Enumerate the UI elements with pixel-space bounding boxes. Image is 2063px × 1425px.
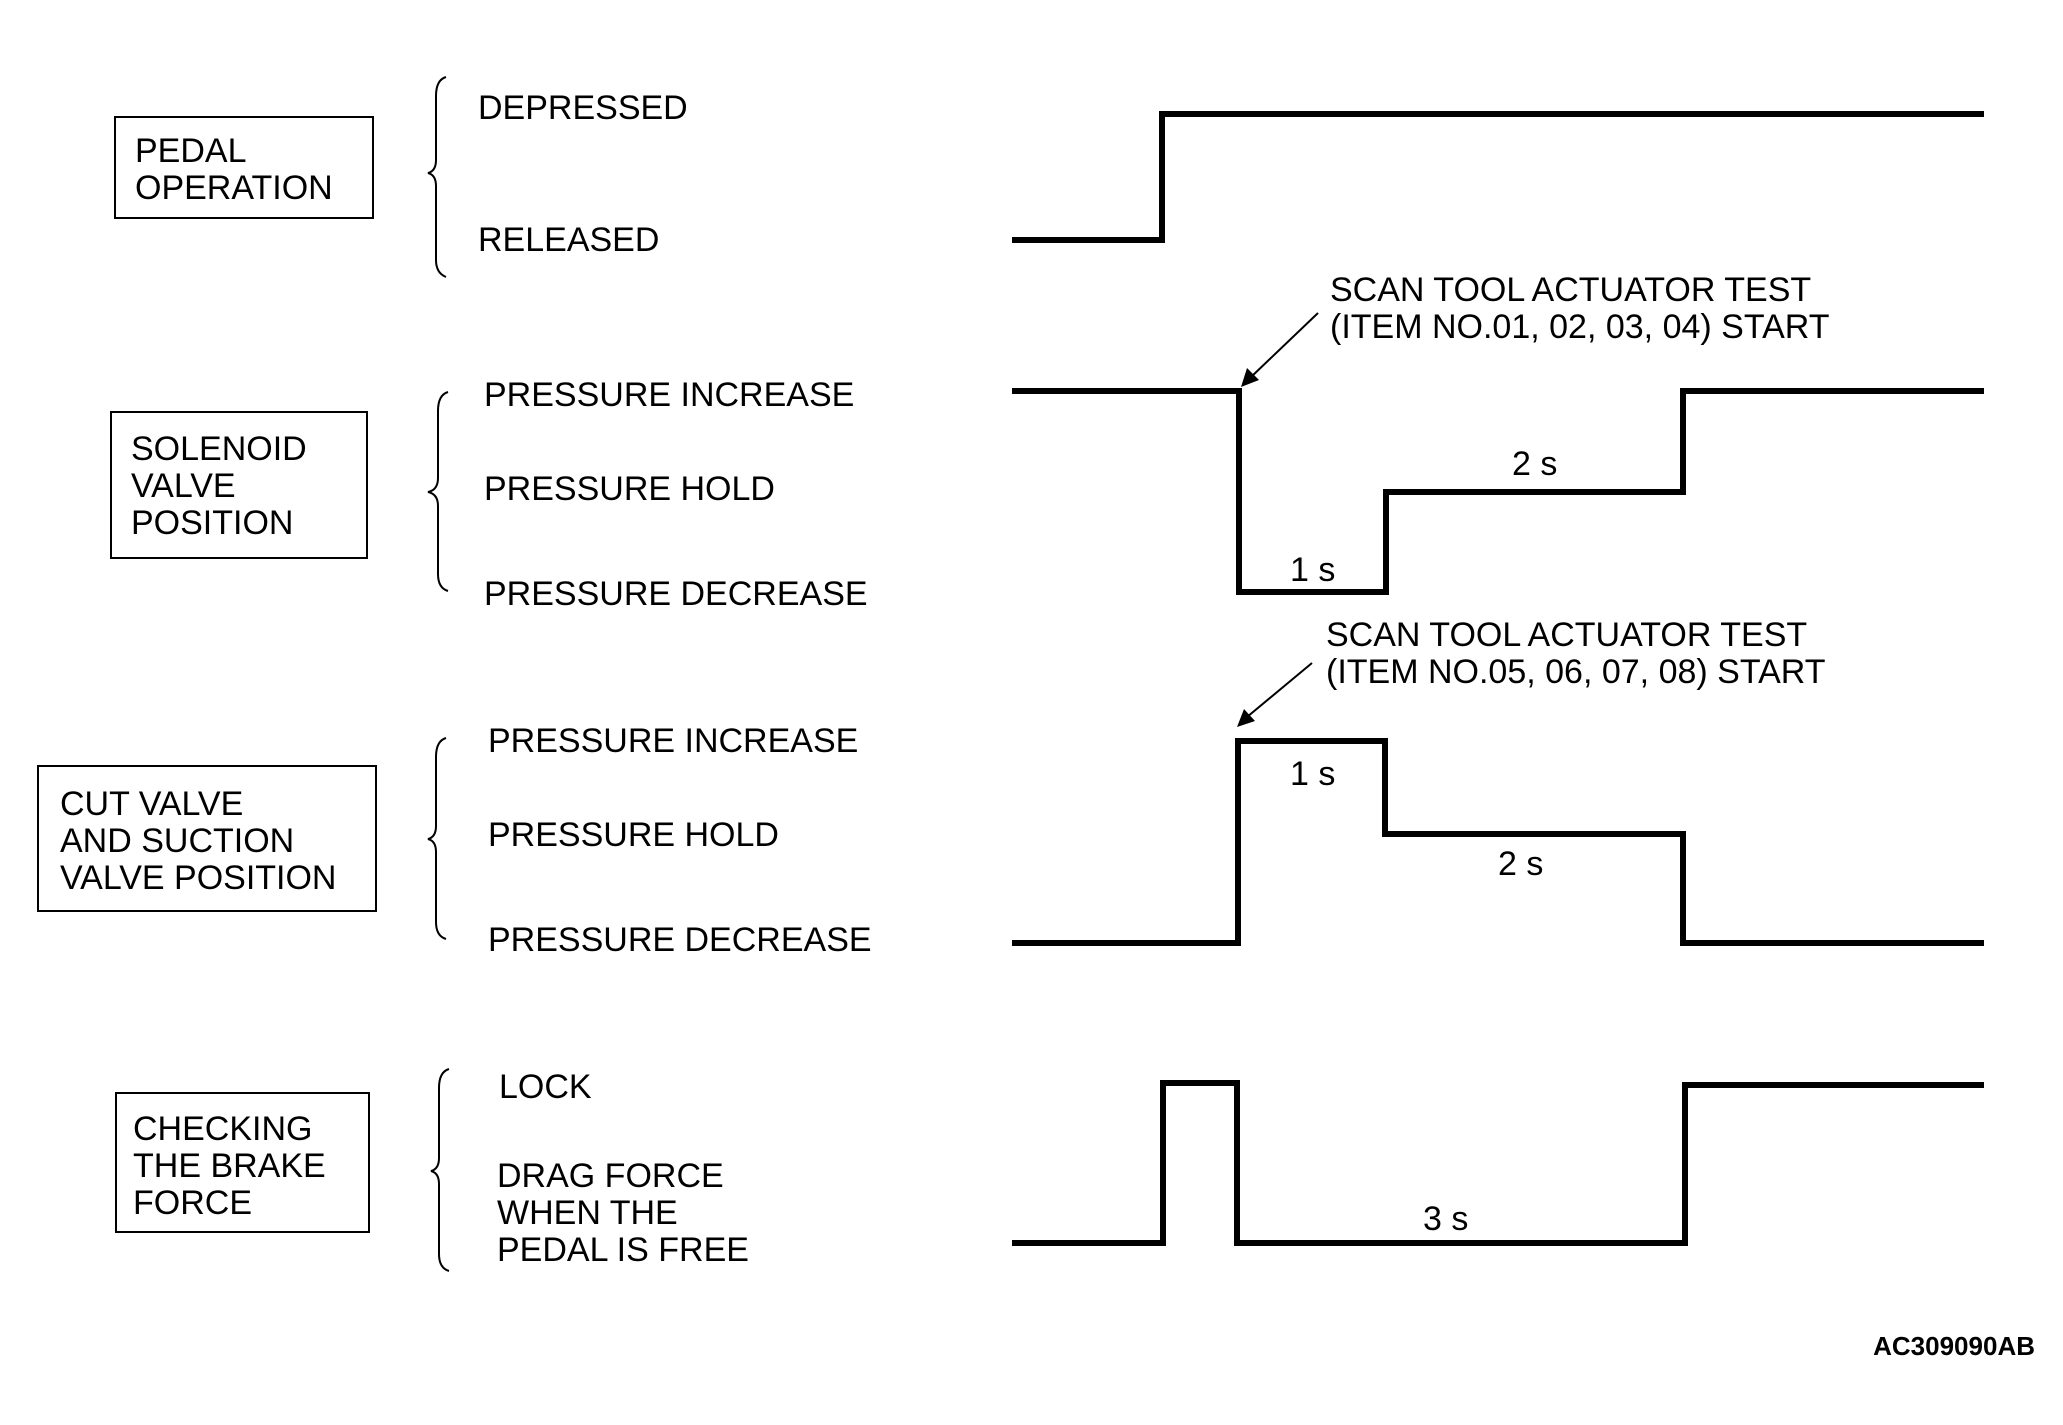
cut-valve-label-line-2: AND SUCTION xyxy=(60,822,294,860)
state-label-pressure-hold: PRESSURE HOLD xyxy=(484,470,775,508)
cut-valve-box xyxy=(37,765,377,912)
state-label-released: RELEASED xyxy=(478,221,659,259)
solenoid-valve-label-line-1: SOLENOID xyxy=(131,430,307,468)
state-label-pressure-decrease: PRESSURE DECREASE xyxy=(484,575,868,613)
duration-label-cut-1s: 1 s xyxy=(1290,755,1335,793)
solenoid-valve-waveform xyxy=(1012,388,1984,595)
annotation-2-line-2: (ITEM NO.05, 06, 07, 08) START xyxy=(1326,653,1825,691)
brake-force-label-line-2: THE BRAKE xyxy=(133,1147,326,1185)
annotation-arrowhead-1 xyxy=(1241,368,1259,387)
state-label-lock: LOCK xyxy=(499,1068,592,1106)
annotation-2-line-1: SCAN TOOL ACTUATOR TEST xyxy=(1326,616,1807,654)
cut-valve-waveform xyxy=(1012,738,1984,946)
state-label-drag-force-line-2: WHEN THE xyxy=(497,1194,678,1232)
solenoid-valve-brace xyxy=(427,391,449,592)
duration-label-cut-2s: 2 s xyxy=(1498,845,1543,883)
solenoid-valve-label-line-2: VALVE xyxy=(131,467,236,505)
pedal-operation-label-line-1: PEDAL xyxy=(135,132,247,170)
pedal-operation-group: PEDAL OPERATION DEPRESSED RELEASED xyxy=(114,76,1984,278)
solenoid-valve-label-line-3: POSITION xyxy=(131,504,293,542)
brake-force-group: CHECKING THE BRAKE FORCE LOCK DRAG FORCE… xyxy=(115,1068,1984,1272)
figure-id: AC309090AB xyxy=(1873,1331,2035,1361)
brake-force-box xyxy=(115,1092,370,1233)
state-label-depressed: DEPRESSED xyxy=(478,89,688,127)
annotation-arrowhead-2 xyxy=(1237,709,1255,727)
cut-valve-label-line-3: VALVE POSITION xyxy=(60,859,336,897)
pedal-operation-waveform xyxy=(1012,111,1984,243)
solenoid-valve-group: SOLENOID VALVE POSITION PRESSURE INCREAS… xyxy=(110,271,1984,613)
cut-valve-brace xyxy=(427,737,447,940)
state-label-pressure-hold-cut: PRESSURE HOLD xyxy=(488,816,779,854)
state-label-pressure-increase: PRESSURE INCREASE xyxy=(484,376,854,414)
pedal-operation-label-line-2: OPERATION xyxy=(135,169,333,207)
pedal-operation-brace xyxy=(427,76,447,278)
brake-force-label-line-3: FORCE xyxy=(133,1184,252,1222)
cut-valve-label-line-1: CUT VALVE xyxy=(60,785,243,823)
annotation-arrow-2 xyxy=(1246,662,1313,718)
brake-force-brace xyxy=(430,1068,450,1272)
state-label-pressure-increase-cut: PRESSURE INCREASE xyxy=(488,722,858,760)
duration-label-solenoid-2s: 2 s xyxy=(1512,445,1557,483)
solenoid-valve-box xyxy=(110,411,368,559)
state-label-pressure-decrease-cut: PRESSURE DECREASE xyxy=(488,921,872,959)
state-label-drag-force-line-3: PEDAL IS FREE xyxy=(497,1231,749,1269)
brake-force-label-line-1: CHECKING xyxy=(133,1110,312,1148)
brake-force-waveform xyxy=(1012,1080,1984,1246)
annotation-arrow-1 xyxy=(1249,312,1319,379)
cut-valve-group: CUT VALVE AND SUCTION VALVE POSITION PRE… xyxy=(37,616,1984,959)
pedal-operation-box xyxy=(114,116,374,219)
annotation-1-line-1: SCAN TOOL ACTUATOR TEST xyxy=(1330,271,1811,309)
state-label-drag-force-line-1: DRAG FORCE xyxy=(497,1157,724,1195)
duration-label-solenoid-1s: 1 s xyxy=(1290,551,1335,589)
duration-label-brake-3s: 3 s xyxy=(1423,1200,1468,1238)
annotation-1-line-2: (ITEM NO.01, 02, 03, 04) START xyxy=(1330,308,1829,346)
